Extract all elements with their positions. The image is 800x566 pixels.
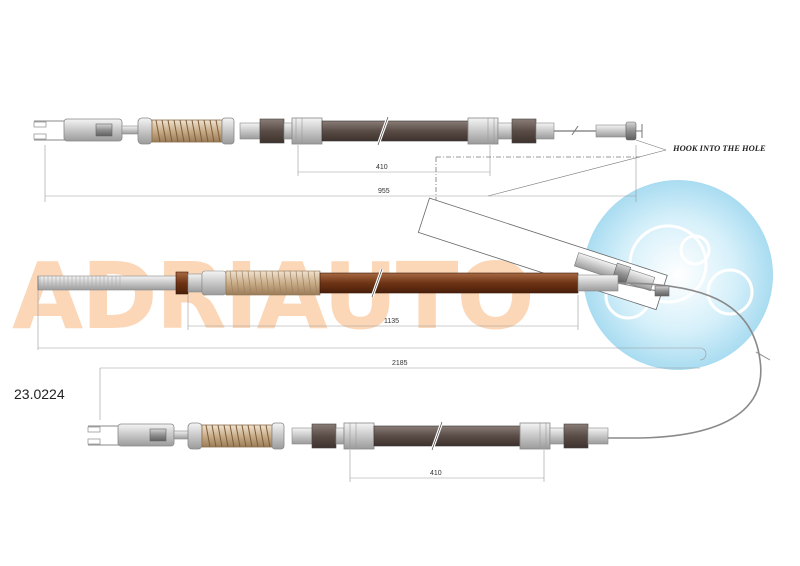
- dim-upper-total: 955: [378, 188, 390, 195]
- part-number: 23.0224: [14, 386, 65, 402]
- lower-dimensions: 410: [349, 450, 545, 482]
- dim-lower-sleeve: 410: [430, 470, 442, 477]
- upper-cable: [33, 116, 643, 146]
- upper-spring: [137, 117, 235, 145]
- main-cable: [37, 268, 771, 439]
- main-dimensions: 1135 2185: [37, 290, 707, 420]
- brand-watermark: ADRIAUTO: [12, 243, 533, 350]
- lower-fork-end: [87, 423, 189, 447]
- upper-fork-end: [33, 118, 139, 142]
- lower-cable: [87, 421, 609, 451]
- dim-upper-sleeve: 410: [376, 164, 388, 171]
- dim-main-total: 2185: [392, 360, 408, 367]
- upper-dimensions: 410 955: [44, 145, 637, 202]
- hook-annotation: HOOK INTO THE HOLE: [672, 143, 766, 153]
- lower-spring: [187, 422, 285, 450]
- dim-main-sleeve: 1135: [384, 318, 399, 325]
